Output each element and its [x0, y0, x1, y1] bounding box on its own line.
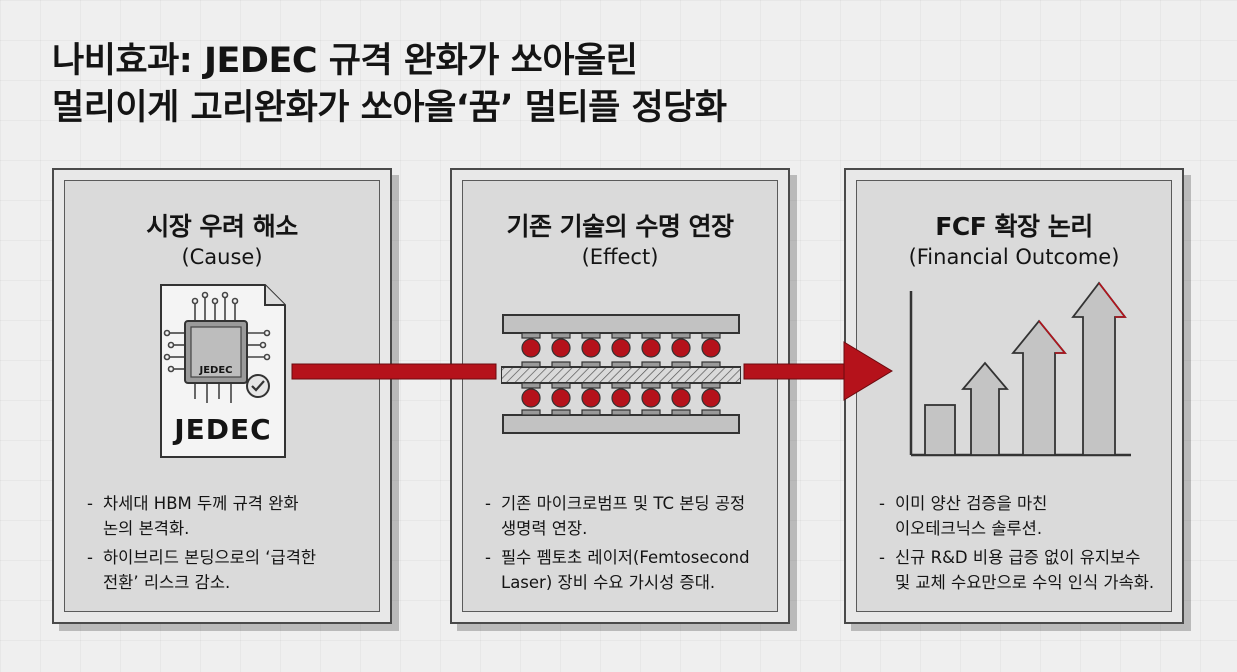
solder-bump — [611, 338, 631, 358]
bump-pad — [671, 382, 691, 389]
solder-bump — [551, 338, 571, 358]
list-item: - 신규 R&D 비용 급증 없이 유지보수 및 교체 수요만으로 수익 인식 … — [879, 548, 1155, 592]
bump-pad — [551, 361, 571, 368]
panel-subtitle: (Effect) — [581, 245, 659, 269]
bump-pad — [701, 332, 721, 339]
bump-pad — [611, 361, 631, 368]
solder-bump — [671, 338, 691, 358]
bump-pad — [581, 332, 601, 339]
document-label: JEDEC — [174, 413, 272, 446]
bump-pad — [641, 361, 661, 368]
bump-pad — [671, 409, 691, 416]
solder-bump — [581, 388, 601, 408]
list-item: - 기존 마이크로범프 및 TC 본딩 공정 생명력 연장. — [485, 494, 746, 538]
solder-bump — [701, 338, 721, 358]
solder-bump — [611, 388, 631, 408]
document-icon — [160, 284, 286, 458]
checkmark-icon — [246, 374, 270, 398]
bump-pad — [701, 382, 721, 389]
bump-pad — [671, 361, 691, 368]
bump-pad — [521, 361, 541, 368]
title-line-2: 멀리이게 고리완화가 쏘아올‘꿈’ 멀티플 정당화 — [52, 88, 727, 128]
title-line-1: 나비효과: JEDEC 규격 완화가 쏘아올린 — [52, 41, 638, 81]
panel-cause: 시장 우려 해소 (Cause) — [52, 168, 392, 624]
bump-pad — [551, 409, 571, 416]
bump-pad — [671, 332, 691, 339]
bump-pad — [521, 332, 541, 339]
list-item: - 이미 양산 검증을 마친 이오테크닉스 솔루션. — [879, 494, 1048, 538]
solder-bump — [581, 338, 601, 358]
panel-title: 시장 우려 해소 — [146, 212, 298, 241]
bump-stack-icon — [500, 314, 742, 434]
bump-pad — [521, 382, 541, 389]
panel-outcome: FCF 확장 논리 (Financial Outcome) - 이미 양산 검증… — [844, 168, 1184, 624]
panel-effect: 기존 기술의 수명 연장 (Effect) - 기존 마이크로범프 및 TC 본… — [450, 168, 790, 624]
panel-title: FCF 확장 논리 — [935, 212, 1093, 241]
bump-pad — [551, 382, 571, 389]
solder-bump — [551, 388, 571, 408]
bump-pad — [611, 332, 631, 339]
panel-inner: 기존 기술의 수명 연장 (Effect) - 기존 마이크로범프 및 TC 본… — [462, 180, 778, 612]
outcome-bullet-list: - 이미 양산 검증을 마친 이오테크닉스 솔루션. - 신규 R&D 비용 급… — [857, 491, 1171, 599]
solder-bump — [521, 338, 541, 358]
bump-pad — [641, 409, 661, 416]
growth-chart-icon — [909, 281, 1131, 457]
solder-bump — [641, 388, 661, 408]
solder-bump — [521, 388, 541, 408]
panel-subtitle: (Financial Outcome) — [908, 245, 1120, 269]
chip-label: JEDEC — [199, 365, 233, 376]
jedec-document-illustration: JEDEC JEDEC — [155, 281, 290, 461]
bump-pad — [581, 361, 601, 368]
page-title: 나비효과: JEDEC 규격 완화가 쏘아올린 멀리이게 고리완화가 쏘아올‘꿈… — [52, 38, 727, 132]
panel-subtitle: (Cause) — [181, 245, 263, 269]
bump-stack-illustration — [500, 311, 742, 436]
solder-bump — [641, 338, 661, 358]
bump-pad — [701, 409, 721, 416]
bump-pad — [581, 382, 601, 389]
effect-bullet-list: - 기존 마이크로범프 및 TC 본딩 공정 생명력 연장. - 필수 펨토초 … — [463, 491, 777, 599]
bump-pad — [701, 361, 721, 368]
bump-pad — [641, 332, 661, 339]
list-item: - 필수 펨토초 레이저(Femtosecond Laser) 장비 수요 가시… — [485, 548, 750, 592]
bump-pad — [611, 409, 631, 416]
panel-inner: FCF 확장 논리 (Financial Outcome) - 이미 양산 검증… — [856, 180, 1172, 612]
bump-pad — [521, 409, 541, 416]
bump-pad — [641, 382, 661, 389]
bump-pad — [581, 409, 601, 416]
panel-title: 기존 기술의 수명 연장 — [506, 212, 734, 241]
solder-bump — [701, 388, 721, 408]
bump-pad — [611, 382, 631, 389]
list-item: - 차세대 HBM 두께 규격 완화 논의 본격화. — [87, 494, 299, 538]
list-item: - 하이브리드 본딩으로의 ‘급격한 전환’ 리스크 감소. — [87, 548, 317, 592]
solder-bump — [671, 388, 691, 408]
bump-pad — [551, 332, 571, 339]
growth-chart-illustration — [907, 281, 1137, 461]
panel-inner: 시장 우려 해소 (Cause) — [64, 180, 380, 612]
cause-bullet-list: - 차세대 HBM 두께 규격 완화 논의 본격화. - 하이브리드 본딩으로의… — [65, 491, 379, 599]
